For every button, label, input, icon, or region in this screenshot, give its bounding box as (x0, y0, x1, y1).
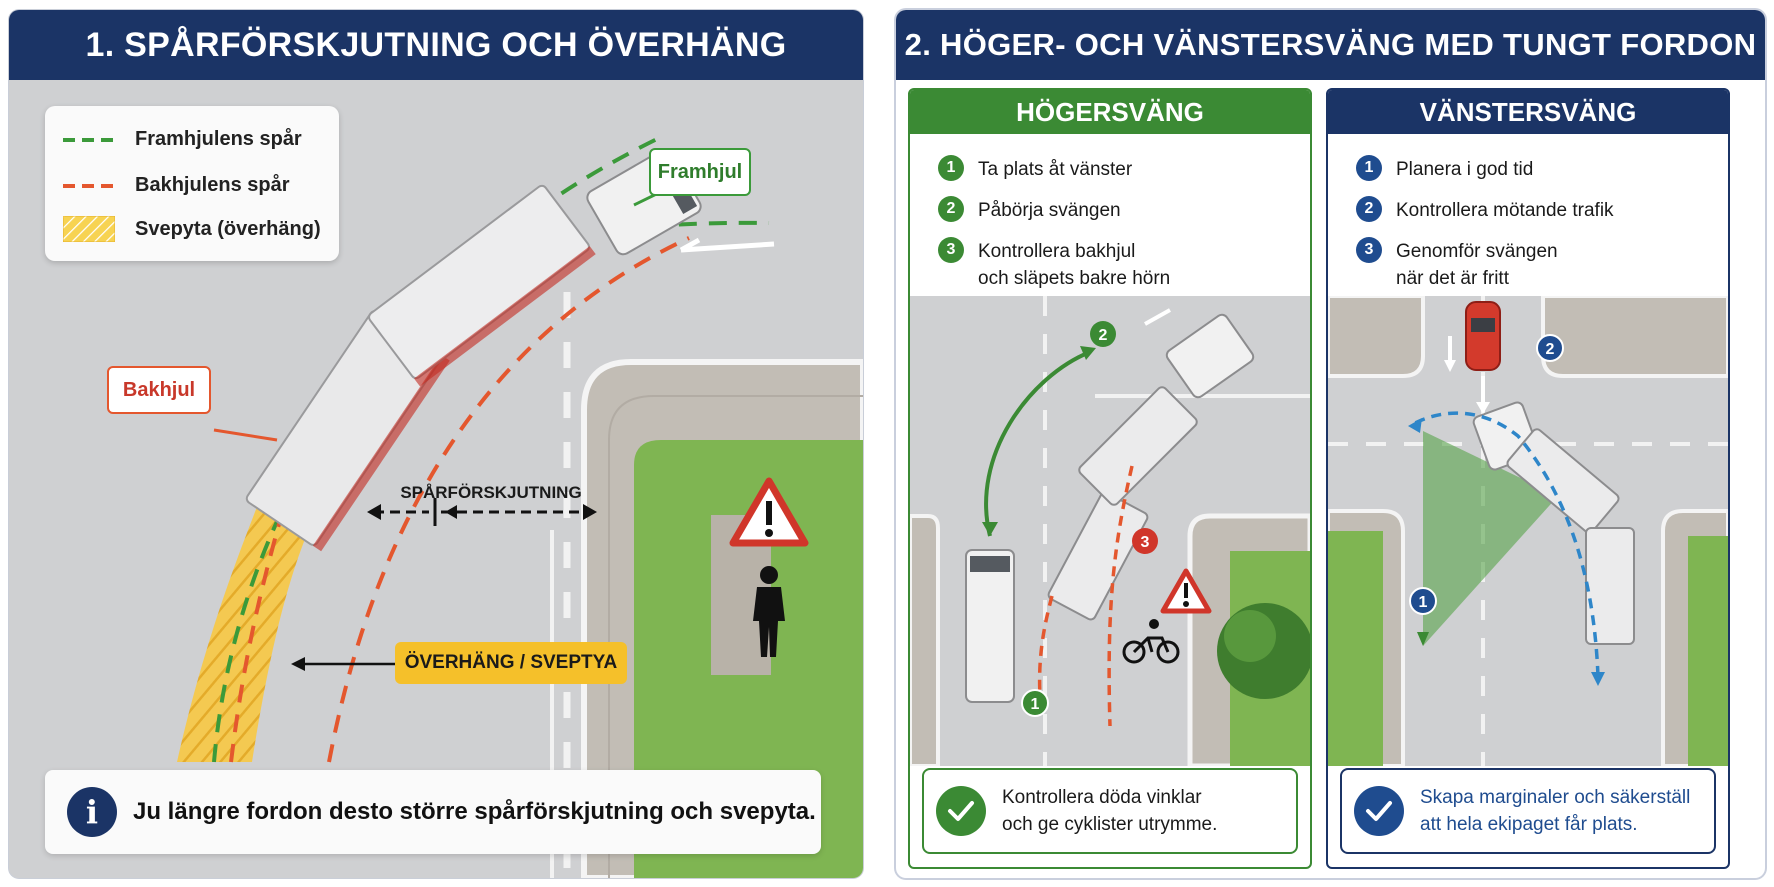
warning-icon (1160, 568, 1212, 614)
list-item: 2 Kontrollera mötande trafik (1356, 196, 1614, 224)
hatch-swatch-icon (63, 216, 115, 242)
list-item: 1 Ta plats åt vänster (938, 155, 1170, 183)
tip-text: Skapa marginaler och säkerställ att hela… (1420, 784, 1690, 838)
pedestrian-icon (753, 566, 785, 657)
step-text: Påbörja svängen (978, 200, 1121, 221)
step-text: Ta plats åt vänster (978, 159, 1133, 180)
offtracking-scene (9, 80, 863, 878)
step-text: Kontrollera mötande trafik (1396, 200, 1614, 221)
svg-text:2: 2 (1099, 327, 1108, 344)
right-turn-tip: Kontrollera döda vinklar och ge cykliste… (922, 768, 1298, 854)
tip-text-line: och ge cyklister utrymme. (1002, 814, 1218, 835)
info-text: Ju längre fordon desto större spårförskj… (133, 798, 816, 825)
step-number-badge: 2 (938, 196, 964, 222)
step-number-badge: 1 (1356, 155, 1382, 181)
list-item: 3 Kontrollera bakhjul och släpets bakre … (938, 237, 1170, 292)
green-dashed-line-icon (63, 137, 115, 142)
legend: Framhjulens spår Bakhjulens spår Svepyta… (45, 106, 339, 261)
step-number-badge: 3 (938, 237, 964, 263)
tip-text-line: att hela ekipaget får plats. (1420, 814, 1638, 835)
step-text-line: och släpets bakre hörn (978, 268, 1171, 289)
panel1-title: 1. SPÅRFÖRSKJUTNING OCH ÖVERHÄNG (9, 10, 863, 80)
overhang-label: ÖVERHÄNG / SVEPTYA (395, 642, 627, 684)
panel2-title: 2. HÖGER- OCH VÄNSTERSVÄNG MED TUNGT FOR… (896, 10, 1765, 80)
svg-text:2: 2 (1546, 341, 1555, 358)
tip-text-line: Skapa marginaler och säkerställ (1420, 787, 1691, 808)
red-dashed-line-icon (63, 183, 115, 188)
legend-label: Framhjulens spår (135, 128, 302, 150)
right-turn-column: HÖGERSVÄNG 1 Ta plats åt vänster 2 Påbör… (908, 88, 1312, 869)
step-text-line: Kontrollera bakhjul (978, 241, 1136, 262)
rear-wheel-callout: Bakhjul (107, 366, 211, 414)
offtracking-label: SPÅRFÖRSKJUTNING (400, 483, 582, 502)
svg-text:1: 1 (1031, 696, 1040, 713)
step-text: Kontrollera bakhjul och släpets bakre hö… (978, 238, 1170, 292)
turning-panel: 2. HÖGER- OCH VÄNSTERSVÄNG MED TUNGT FOR… (896, 10, 1765, 878)
info-icon: i (67, 787, 117, 837)
step-text-line: Genomför svängen (1396, 241, 1558, 262)
left-turn-heading: VÄNSTERSVÄNG (1328, 90, 1728, 134)
step-number-badge: 2 (1356, 196, 1382, 222)
check-icon (1354, 786, 1404, 836)
tip-text: Kontrollera döda vinklar och ge cykliste… (1002, 784, 1217, 838)
right-turn-steps: 1 Ta plats åt vänster 2 Påbörja svängen … (938, 155, 1170, 306)
list-item: 1 Planera i god tid (1356, 155, 1614, 183)
list-item: 2 Påbörja svängen (938, 196, 1170, 224)
svg-text:1: 1 (1419, 594, 1428, 611)
step-number-badge: 3 (1356, 237, 1382, 263)
legend-label: Svepyta (överhäng) (135, 217, 321, 240)
info-bar: i Ju längre fordon desto större spårförs… (45, 770, 821, 854)
left-turn-scene: 2 1 (1328, 296, 1728, 766)
legend-item-swept-area: Svepyta (överhäng) (63, 216, 321, 242)
tip-text-line: Kontrollera döda vinklar (1002, 787, 1202, 808)
step-text: Planera i god tid (1396, 159, 1534, 180)
cyclist-icon (1122, 619, 1180, 664)
warning-icon (729, 477, 809, 547)
legend-item-front-track: Framhjulens spår (63, 128, 302, 151)
left-turn-tip: Skapa marginaler och säkerställ att hela… (1340, 768, 1716, 854)
legend-label: Bakhjulens spår (135, 174, 290, 196)
step-text-line: när det är fritt (1396, 268, 1509, 289)
step-number-badge: 1 (938, 155, 964, 181)
svg-text:3: 3 (1141, 534, 1150, 551)
right-turn-heading: HÖGERSVÄNG (910, 90, 1310, 134)
legend-item-rear-track: Bakhjulens spår (63, 174, 290, 197)
left-turn-column: VÄNSTERSVÄNG 1 Planera i god tid 2 Kontr… (1326, 88, 1730, 869)
offtracking-panel: 1. SPÅRFÖRSKJUTNING OCH ÖVERHÄNG (9, 10, 863, 878)
front-wheel-callout: Framhjul (649, 148, 751, 196)
step-text: Genomför svängen när det är fritt (1396, 238, 1558, 292)
left-turn-steps: 1 Planera i god tid 2 Kontrollera mötand… (1356, 155, 1614, 306)
list-item: 3 Genomför svängen när det är fritt (1356, 237, 1614, 292)
check-icon (936, 786, 986, 836)
right-turn-scene: 2 1 3 (910, 296, 1310, 766)
